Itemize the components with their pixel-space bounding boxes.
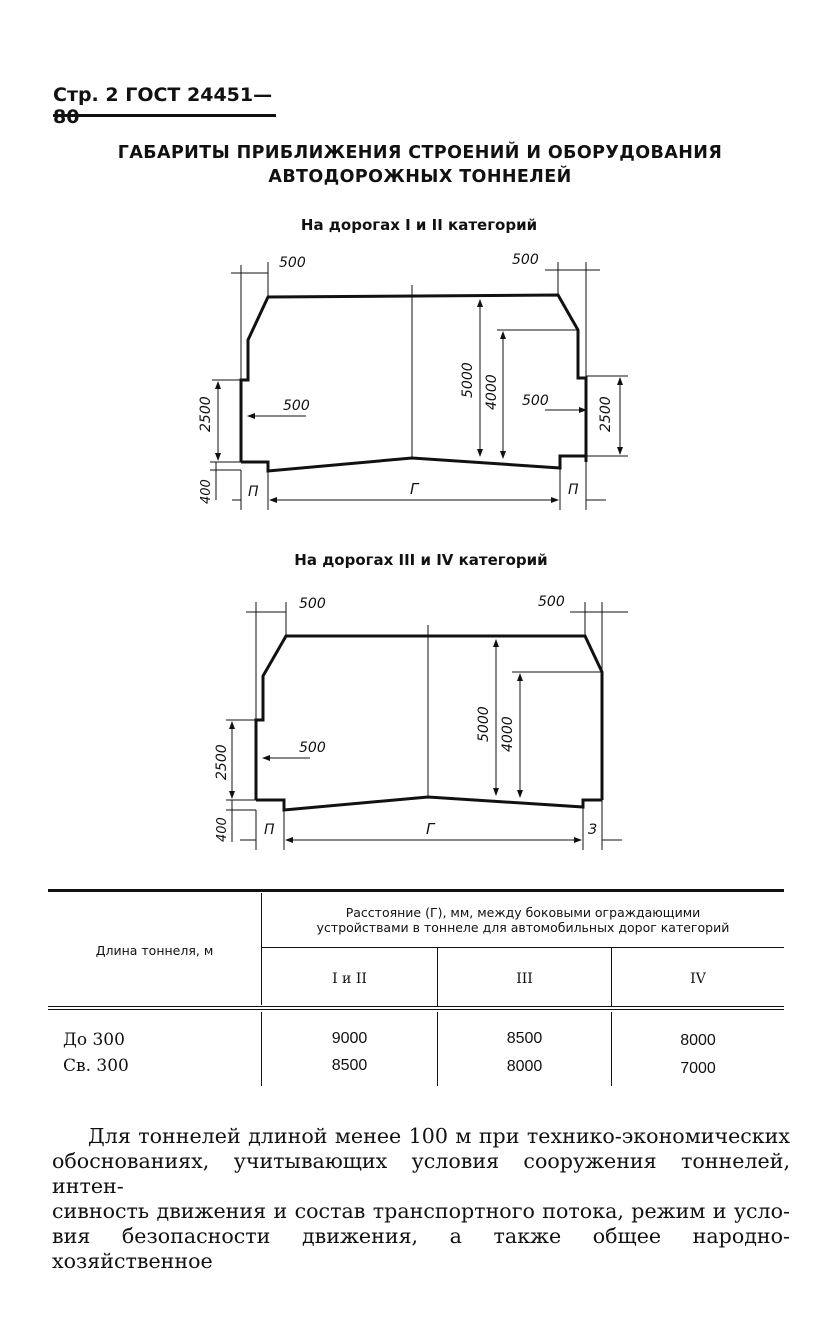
diagram1-title: На дорогах I и II категорий xyxy=(300,216,538,234)
table-vline-body-1 xyxy=(261,1012,262,1086)
table-group-header-line1: Расстояние (Г), мм, между боковыми ограж… xyxy=(345,905,701,920)
d2-label-top-left-500: 500 xyxy=(299,596,326,612)
diagram1-outline xyxy=(239,293,588,462)
paragraph-line-3: сивность движения и состав транспортного… xyxy=(52,1199,790,1223)
d1-label-mid-left-500: 500 xyxy=(283,398,310,414)
d2-label-z-right: З xyxy=(588,822,597,838)
diagram1-road xyxy=(241,454,586,473)
table-subheader-2: III xyxy=(516,971,533,987)
table-vline-header-1 xyxy=(261,893,262,1005)
d2-label-mid-left-500: 500 xyxy=(299,740,326,756)
paragraph-line-2: обоснованиях, учитывающих условия сооруж… xyxy=(52,1149,790,1198)
table-row2-cell1: 8500 xyxy=(331,1057,368,1074)
d1-label-mid-right-500: 500 xyxy=(522,393,549,409)
d2-label-top-right-500: 500 xyxy=(538,594,565,610)
page-header: Стр. 2 ГОСТ 24451—80 xyxy=(53,84,273,128)
table-row1-cell3: 8000 xyxy=(680,1032,716,1049)
paragraph-line-4: вия безопасности движения, а также общее… xyxy=(52,1224,790,1273)
d2-label-p-left: П xyxy=(264,822,275,838)
diagram2-clearance-gauge: 500 500 500 5000 4000 2500 400 П Г З xyxy=(214,594,628,850)
d2-label-5000: 5000 xyxy=(476,706,492,742)
table-subheader-3: IV xyxy=(690,971,706,987)
document-title-line2: АВТОДОРОЖНЫХ ТОННЕЛЕЙ xyxy=(268,167,572,187)
table-subheader-1: I и II xyxy=(332,971,367,987)
diagram1-clearance-gauge: 500 500 500 500 5000 4000 2500 2500 400 … xyxy=(198,252,628,510)
diagram2-title: На дорогах III и IV категорий xyxy=(294,551,548,569)
d1-label-4000: 4000 xyxy=(484,374,500,410)
d1-label-top-right-500: 500 xyxy=(512,252,539,268)
d1-label-right-2500: 2500 xyxy=(598,396,614,432)
body-paragraph: Для тоннелей длиной менее 100 м при техн… xyxy=(52,1124,790,1274)
table-vline-body-2 xyxy=(437,1012,438,1086)
table-row2-cell2: 8000 xyxy=(506,1058,543,1075)
table-row1-label: До 300 xyxy=(63,1030,125,1050)
table-col1-header: Длина тоннеля, м xyxy=(95,943,214,958)
diagram2-road xyxy=(256,795,602,812)
table-header-rule xyxy=(48,1006,784,1010)
table-subheader-rule xyxy=(262,947,784,948)
table-top-rule xyxy=(48,889,784,892)
d1-label-5000: 5000 xyxy=(460,362,476,398)
d1-label-top-left-500: 500 xyxy=(279,255,306,271)
table-row1-cell2: 8500 xyxy=(506,1030,543,1047)
d1-label-400: 400 xyxy=(199,479,214,504)
d1-label-g: Г xyxy=(410,480,420,498)
table-group-header-line2: устройствами в тоннеле для автомобильных… xyxy=(316,920,730,935)
d2-label-g: Г xyxy=(426,820,436,838)
d2-label-4000: 4000 xyxy=(500,716,516,752)
d1-label-p-right: П xyxy=(568,482,579,498)
d2-label-400: 400 xyxy=(215,817,230,842)
header-rule xyxy=(53,114,276,117)
d1-label-left-2500: 2500 xyxy=(198,396,214,432)
table-vline-header-3 xyxy=(611,948,612,1006)
table-row2-label: Св. 300 xyxy=(63,1056,129,1076)
table-row2-cell3: 7000 xyxy=(680,1060,716,1077)
document-title-line1: ГАБАРИТЫ ПРИБЛИЖЕНИЯ СТРОЕНИЙ И ОБОРУДОВ… xyxy=(117,143,723,163)
diagram2-outline xyxy=(254,634,604,800)
paragraph-line-1: Для тоннелей длиной менее 100 м при техн… xyxy=(88,1124,790,1148)
d1-label-p-left: П xyxy=(248,484,259,500)
table-vline-body-3 xyxy=(611,1012,612,1086)
table-row1-cell1: 9000 xyxy=(331,1030,368,1047)
table-vline-header-2 xyxy=(437,948,438,1006)
d2-label-left-2500: 2500 xyxy=(214,744,230,780)
